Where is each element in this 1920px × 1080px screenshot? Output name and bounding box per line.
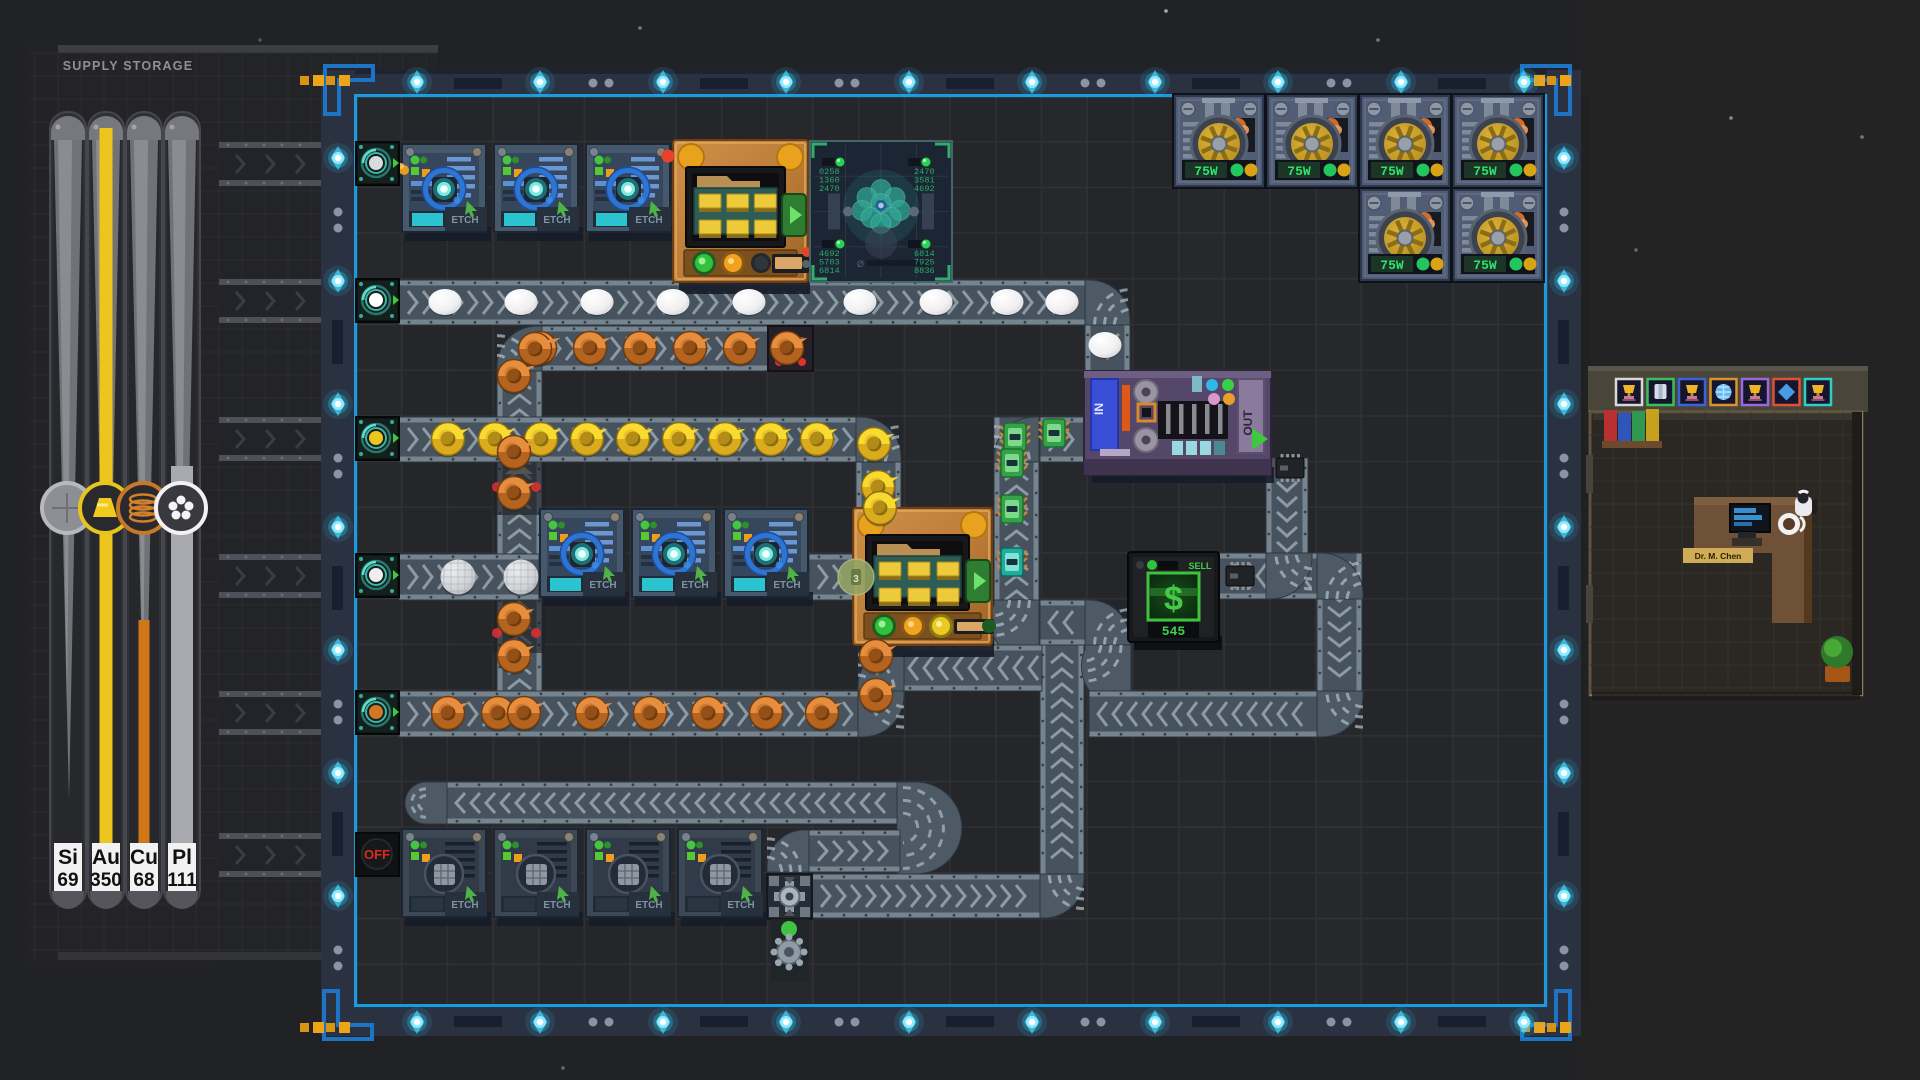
- svg-text:ETCH: ETCH: [727, 900, 754, 911]
- svg-text:SELL: SELL: [1188, 561, 1212, 571]
- svg-text:ETCH: ETCH: [543, 215, 570, 226]
- svg-text:Cu: Cu: [130, 846, 158, 869]
- svg-text:Au: Au: [92, 846, 120, 869]
- svg-text:69: 69: [57, 870, 78, 891]
- svg-text:ETCH: ETCH: [635, 215, 662, 226]
- svg-text:2470: 2470: [914, 167, 935, 177]
- svg-text:7925: 7925: [914, 258, 935, 268]
- svg-text:6814: 6814: [819, 266, 840, 276]
- svg-text:Pl: Pl: [172, 846, 192, 869]
- svg-text:ETCH: ETCH: [681, 580, 708, 591]
- svg-text:75W: 75W: [1194, 164, 1218, 179]
- svg-text:3581: 3581: [914, 176, 935, 186]
- svg-text:5703: 5703: [819, 258, 840, 268]
- svg-text:ETCH: ETCH: [635, 900, 662, 911]
- svg-text:111: 111: [167, 870, 197, 891]
- svg-text:4692: 4692: [914, 184, 935, 194]
- svg-text:ETCH: ETCH: [773, 580, 800, 591]
- svg-text:IN: IN: [1092, 403, 1106, 415]
- svg-text:4692: 4692: [819, 249, 840, 259]
- svg-text:ETCH: ETCH: [543, 900, 570, 911]
- svg-text:1360: 1360: [819, 176, 840, 186]
- svg-text:75W: 75W: [1473, 258, 1497, 273]
- svg-text:3: 3: [853, 574, 859, 585]
- svg-text:75W: 75W: [1473, 164, 1497, 179]
- svg-text:ETCH: ETCH: [589, 580, 616, 591]
- svg-text:OFF: OFF: [364, 847, 390, 862]
- svg-text:8836: 8836: [914, 266, 935, 276]
- svg-text:75W: 75W: [1380, 164, 1404, 179]
- svg-text:Si: Si: [58, 846, 78, 869]
- svg-text:0258: 0258: [819, 167, 840, 177]
- svg-text:68: 68: [133, 870, 154, 891]
- svg-text:ETCH: ETCH: [451, 900, 478, 911]
- svg-text:ETCH: ETCH: [451, 215, 478, 226]
- svg-text:75W: 75W: [1287, 164, 1311, 179]
- svg-text:6814: 6814: [914, 249, 935, 259]
- svg-text:545: 545: [1162, 624, 1186, 639]
- svg-text:Ø: Ø: [857, 259, 864, 269]
- svg-text:2470: 2470: [819, 184, 840, 194]
- svg-text:75W: 75W: [1380, 258, 1404, 273]
- svg-text:SUPPLY STORAGE: SUPPLY STORAGE: [63, 59, 194, 73]
- svg-text:350: 350: [90, 870, 122, 891]
- svg-text:OUT: OUT: [1241, 410, 1255, 436]
- svg-text:Dr. M. Chen: Dr. M. Chen: [1695, 551, 1742, 561]
- svg-text:$: $: [1164, 580, 1183, 618]
